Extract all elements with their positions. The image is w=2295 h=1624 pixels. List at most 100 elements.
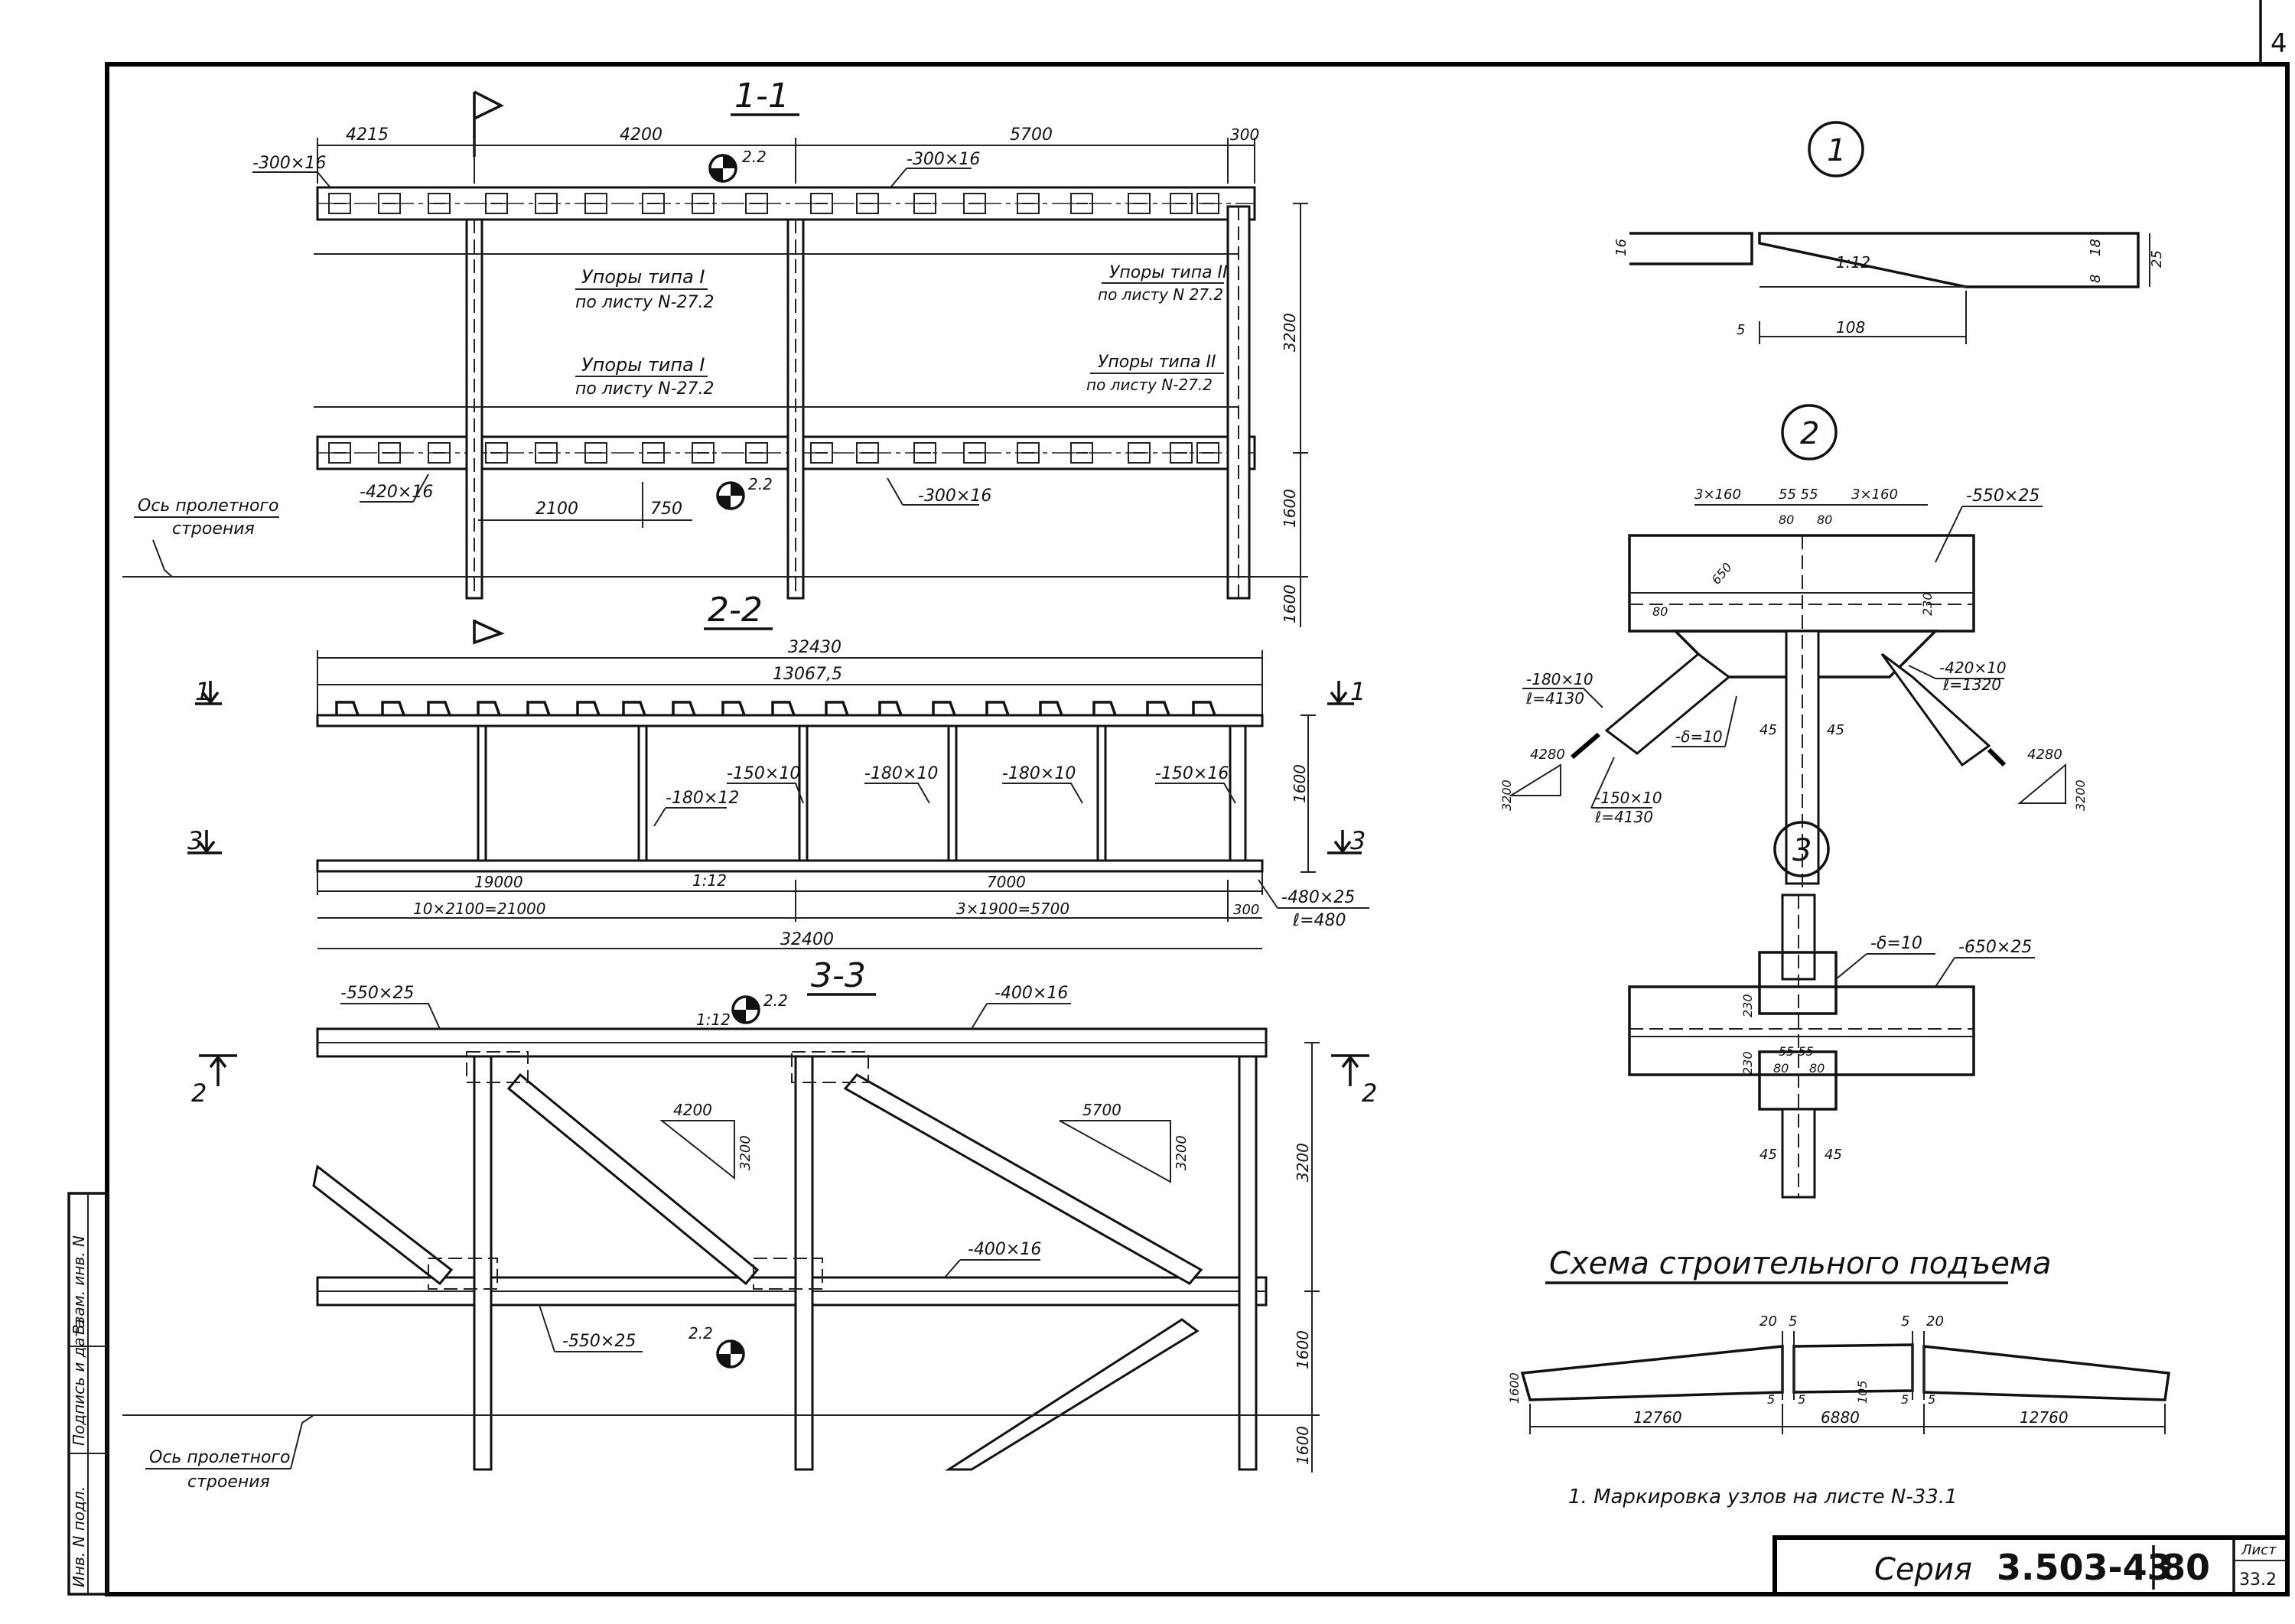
stop-block — [1017, 193, 1040, 214]
dim-3200-33: 3200 — [1294, 1143, 1312, 1182]
stop-block — [526, 701, 551, 716]
stop-block — [810, 193, 833, 214]
stop-block — [1170, 193, 1193, 214]
stiffener — [1096, 724, 1107, 862]
stop-block — [576, 701, 601, 716]
section-2-2-title: 2-2 — [708, 591, 763, 630]
detail-2: 2 3×160 55 55 3×160 80 80 -550×25 650 80… — [1499, 404, 2088, 887]
d1-8: 8 — [2088, 275, 2104, 283]
stop-block — [485, 193, 508, 214]
stop-block — [878, 701, 903, 716]
stop-block — [932, 701, 956, 716]
stop-block — [378, 442, 401, 464]
stop-block — [721, 701, 746, 716]
camber-scheme: Схема строительного подъема 20 5 5 20 16… — [1507, 1246, 2170, 1434]
p-550x25-bot: -550×25 — [562, 1332, 636, 1351]
dim-10x2100: 10×2100=21000 — [413, 900, 546, 918]
stops-type2-b: Упоры типа II — [1098, 353, 1216, 372]
d1-18: 18 — [2088, 239, 2104, 256]
d2-45-a: 45 — [1760, 722, 1777, 738]
cs-5-b: 5 — [1798, 1392, 1805, 1407]
stop-block — [1092, 701, 1117, 716]
p-480-l: ℓ=480 — [1292, 911, 1346, 930]
node-22-bottom: 2.2 — [748, 475, 773, 493]
detail-1-number: 1 — [1827, 133, 1846, 168]
stamp-replace-label: Взам. инв. N — [70, 1235, 88, 1335]
stops-type2-b-ref: по листу N-27.2 — [1086, 376, 1213, 394]
d3-230-a: 230 — [1740, 994, 1755, 1017]
sheet-number: 33.2 — [2239, 1570, 2277, 1590]
p-400x16-bot: -400×16 — [968, 1240, 1041, 1259]
d3-45-b: 45 — [1825, 1147, 1842, 1163]
cut-1-right: 1 — [1350, 677, 1366, 706]
stop-block — [1070, 442, 1093, 464]
dim-slope-22: 1:12 — [692, 871, 727, 890]
d3-p-650x25: -650×25 — [1958, 938, 2032, 957]
stop-block — [642, 193, 665, 214]
p-150x10: -150×10 — [727, 764, 800, 783]
dim-1600-33a: 1600 — [1294, 1330, 1312, 1369]
d2-4280-r: 4280 — [2027, 747, 2062, 763]
dim-750: 750 — [650, 500, 682, 519]
section-3-3-title: 3-3 — [811, 956, 866, 995]
stops-type1-a: Упоры типа I — [581, 266, 705, 288]
d2-p-180-l: ℓ=4130 — [1525, 689, 1584, 708]
cs-20-l: 20 — [1760, 1313, 1777, 1329]
stop-block — [584, 442, 607, 464]
sheet-label: Лист — [2241, 1542, 2277, 1558]
d1-25: 25 — [2149, 250, 2165, 268]
d3-80-b: 80 — [1809, 1061, 1825, 1076]
dim-5700: 5700 — [1010, 125, 1053, 145]
stops-row-top — [328, 193, 1219, 214]
stop-block — [428, 442, 451, 464]
slope-33: 1:12 — [696, 1011, 731, 1029]
d2-3200-l: 3200 — [1499, 779, 1514, 811]
d3-45-a: 45 — [1760, 1147, 1777, 1163]
dim-1600-b: 1600 — [1281, 584, 1299, 623]
stop-block — [963, 442, 986, 464]
dim-32400: 32400 — [780, 930, 834, 949]
d3-230-b: 230 — [1740, 1051, 1755, 1075]
stop-block — [913, 193, 936, 214]
d2-3x160-l: 3×160 — [1694, 487, 1741, 503]
stop-block — [1070, 193, 1093, 214]
d2-4280-l: 4280 — [1530, 747, 1565, 763]
stiffener — [477, 724, 487, 862]
series-year: 80 — [2161, 1547, 2210, 1588]
dim-300-22: 300 — [1233, 902, 1259, 918]
detail-1: 1 1:12 16 18 8 25 5 108 — [1613, 121, 2165, 344]
d2-p-420x10: -420×10 — [1939, 659, 2007, 677]
section-1-1: 1-1 4215 4200 5700 300 -300×16 -300×16 — [122, 76, 1308, 645]
series-number: 3.503-43 — [1997, 1547, 2172, 1588]
stops-row-bottom — [328, 442, 1219, 464]
stops-type1-a-ref: по листу N-27.2 — [575, 293, 715, 312]
page-corner-number: 4 — [2271, 28, 2287, 59]
stop-block — [584, 193, 607, 214]
d2-p-180x10: -180×10 — [1526, 670, 1593, 688]
stop-block — [1170, 442, 1193, 464]
stop-block — [328, 193, 351, 214]
d3-55-55: 55 55 — [1779, 1044, 1814, 1059]
stop-block — [535, 442, 558, 464]
p-180x10-b: -180×10 — [1002, 764, 1076, 783]
stop-block — [381, 701, 405, 716]
dim-4200-33: 4200 — [673, 1101, 712, 1119]
d2-80-a: 80 — [1779, 513, 1794, 527]
stamp-sign-label: Подпись и дата — [70, 1319, 88, 1446]
stop-block — [328, 442, 351, 464]
dim-1600-33b: 1600 — [1294, 1426, 1312, 1465]
stop-block — [427, 701, 451, 716]
stop-block — [1196, 442, 1219, 464]
label-300x16-left: -300×16 — [252, 154, 326, 173]
section-1-1-title: 1-1 — [734, 76, 789, 116]
d1-5: 5 — [1737, 322, 1745, 338]
cs-105: 105 — [1855, 1380, 1870, 1404]
cut-2-left: 2 — [191, 1079, 207, 1108]
dim-3x1900: 3×1900=5700 — [956, 900, 1069, 918]
axis-label-33-1: Ось пролетного — [149, 1448, 290, 1467]
dim-5700-33: 5700 — [1082, 1101, 1121, 1119]
stops-type2-a: Упоры типа II — [1109, 263, 1228, 282]
d2-650: 650 — [1709, 560, 1735, 587]
detail-3-number: 3 — [1792, 833, 1812, 868]
